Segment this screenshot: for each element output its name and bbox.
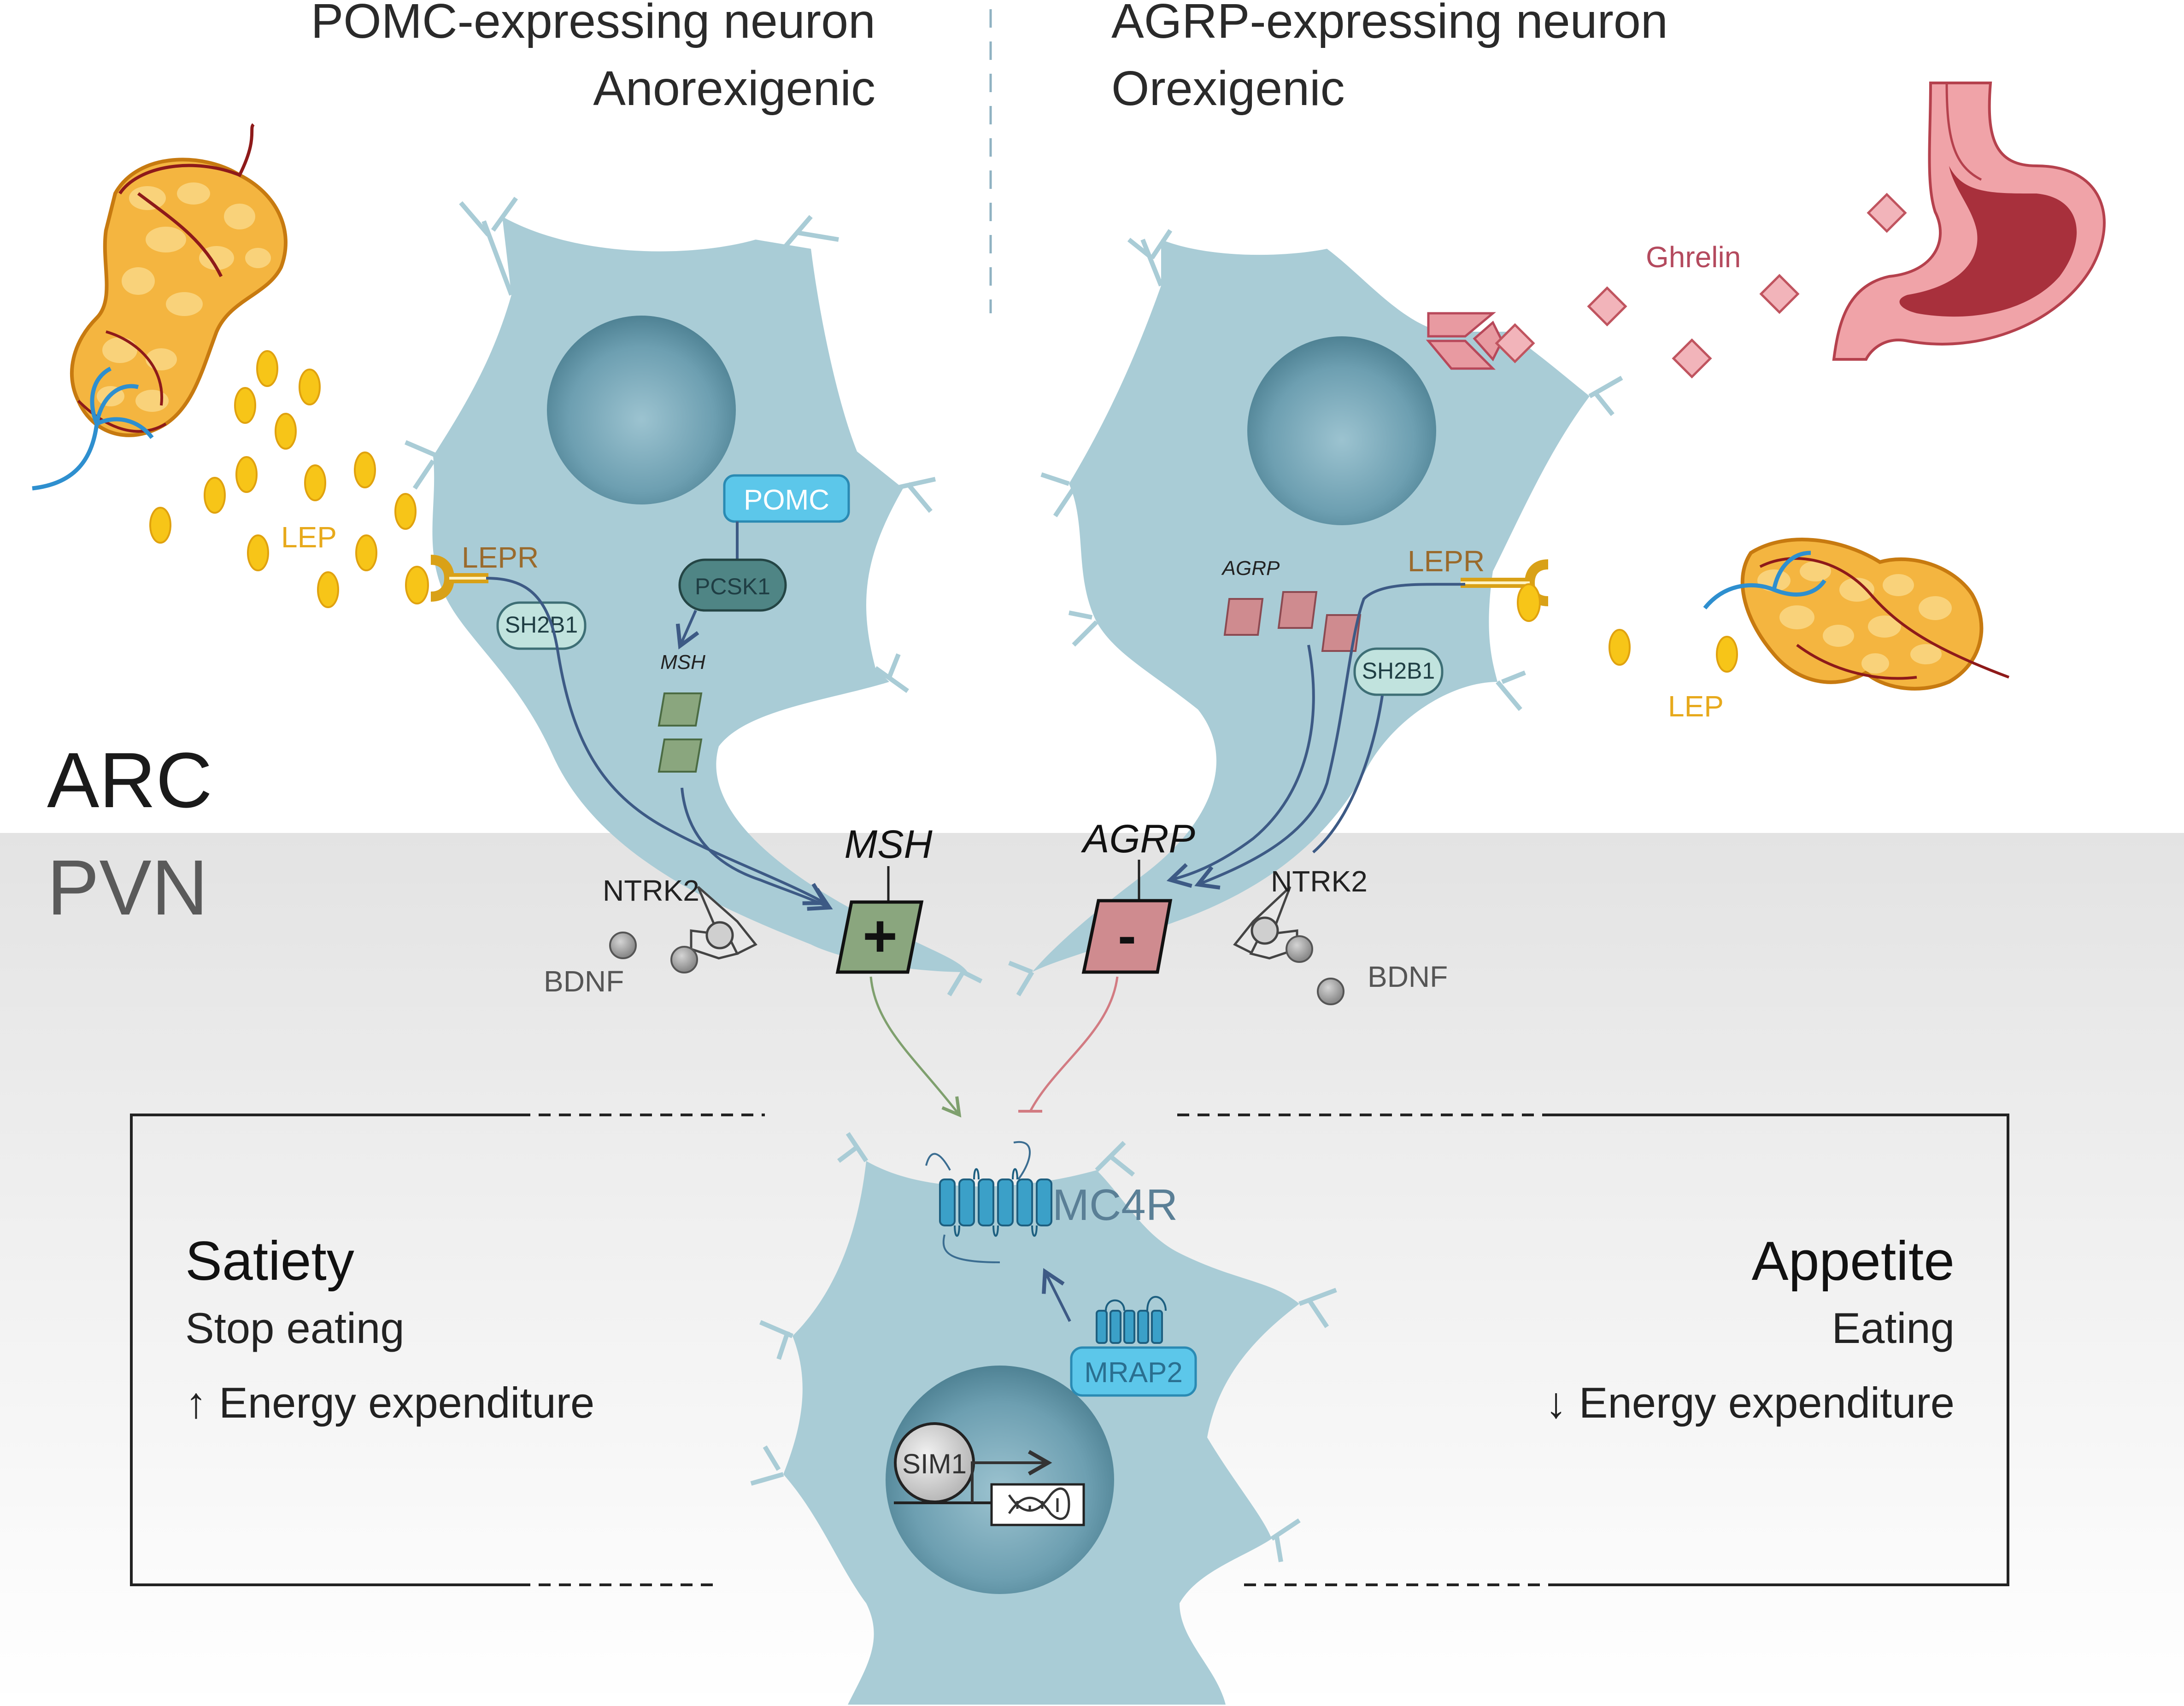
pomc-nucleus bbox=[547, 316, 736, 504]
agrp-nucleus bbox=[1247, 336, 1436, 525]
right-lep-label: LEP bbox=[1668, 690, 1724, 723]
pomc-msh-pathway-arrow bbox=[681, 787, 833, 911]
left-adipose-tissue-icon bbox=[32, 123, 288, 491]
pvn-region-label: PVN bbox=[47, 844, 208, 932]
agrp-inhibition-line bbox=[1029, 976, 1119, 1112]
msh-vesicle-2 bbox=[658, 739, 703, 773]
dna-helix-icon bbox=[1008, 1487, 1070, 1520]
msh-agonist-box bbox=[835, 900, 924, 974]
appetite-line-2: ↓ Energy expenditure bbox=[1545, 1378, 1955, 1427]
ghrelin-label: Ghrelin bbox=[1646, 240, 1741, 274]
left-ntrk2-label: NTRK2 bbox=[603, 874, 699, 907]
sim1-label: SIM1 bbox=[902, 1448, 967, 1479]
mc4r-receptor-icon bbox=[925, 1141, 1052, 1263]
arc-region-label: ARC bbox=[47, 737, 212, 824]
outcome-frame bbox=[130, 1114, 2009, 1586]
right-lepr-receptor-icon bbox=[1461, 559, 1549, 622]
agrp-neuron-subtitle: Orexigenic bbox=[1111, 61, 1345, 116]
satiety-heading: Satiety bbox=[185, 1230, 354, 1292]
agrp-small-label: AGRP bbox=[1221, 557, 1280, 580]
msh-small-label: MSH bbox=[660, 651, 705, 674]
right-bdnf-label: BDNF bbox=[1368, 960, 1448, 993]
pomc-neuron-title: POMC-expressing neuron bbox=[311, 0, 875, 48]
msh-activation-arrow bbox=[869, 976, 962, 1118]
left-sh2b1-label: SH2B1 bbox=[505, 612, 578, 638]
right-bdnf-molecule-1 bbox=[1286, 935, 1313, 963]
left-ntrk2-receptor-icon bbox=[690, 886, 757, 960]
mrap2-label: MRAP2 bbox=[1084, 1357, 1183, 1389]
msh-signal-label: MSH bbox=[844, 822, 933, 867]
ghrelin-molecules bbox=[1495, 193, 1907, 379]
mrap2-box bbox=[1070, 1346, 1197, 1397]
agrp-vesicle-2 bbox=[1277, 591, 1318, 629]
agrp-sh2b1-pathway-arrow bbox=[1194, 583, 1466, 890]
right-bdnf-molecule-2 bbox=[1317, 978, 1344, 1005]
left-leptin-molecules bbox=[149, 350, 417, 608]
sim1-transcription-arrow bbox=[971, 1450, 1052, 1503]
ghrelin-receptor-icon bbox=[1426, 312, 1503, 370]
left-bdnf-molecule-1 bbox=[609, 932, 637, 959]
stomach-icon bbox=[1832, 82, 2106, 361]
pvn-neuron-body bbox=[750, 1132, 1337, 1705]
appetite-heading: Appetite bbox=[1752, 1230, 1955, 1292]
left-bdnf-molecule-2 bbox=[670, 946, 698, 973]
pomc-sh2b1-pathway-arrow bbox=[556, 649, 828, 905]
satiety-line-2: ↑ Energy expenditure bbox=[185, 1378, 594, 1427]
left-lep-label: LEP bbox=[281, 521, 337, 554]
agrp-antagonist-box bbox=[1081, 899, 1173, 974]
mrap2-to-mc4r-arrow bbox=[1042, 1268, 1071, 1322]
agrp-signal-label: AGRP bbox=[1080, 817, 1195, 861]
pcsk1-box bbox=[678, 558, 787, 612]
agrp-minus-sign: - bbox=[1118, 905, 1136, 967]
left-lepr-receptor-icon bbox=[405, 555, 488, 604]
right-leptin-molecules bbox=[1609, 629, 1738, 673]
msh-vesicle-1 bbox=[658, 692, 703, 727]
right-ntrk2-receptor-icon bbox=[1233, 886, 1298, 960]
pcsk1-label: PCSK1 bbox=[695, 574, 770, 599]
pomc-neuron-subtitle: Anorexigenic bbox=[593, 61, 875, 116]
pcsk1-to-msh-arrow bbox=[675, 610, 699, 650]
right-ntrk2-label: NTRK2 bbox=[1271, 865, 1368, 898]
right-adipose-tissue-icon bbox=[1703, 538, 2010, 691]
right-lepr-label: LEPR bbox=[1408, 545, 1485, 578]
right-sh2b1-label: SH2B1 bbox=[1362, 658, 1435, 684]
mc4r-label: MC4R bbox=[1052, 1180, 1178, 1230]
agrp-neuron-title: AGRP-expressing neuron bbox=[1111, 0, 1668, 48]
pomc-protein-label: POMC bbox=[744, 484, 829, 516]
right-sh2b1-box bbox=[1353, 647, 1444, 696]
agrp-vesicle-3 bbox=[1321, 614, 1362, 652]
pomc-protein-box bbox=[723, 474, 850, 523]
agrp-vesicle-1 bbox=[1223, 598, 1264, 636]
msh-plus-sign: + bbox=[863, 902, 898, 969]
pvn-nucleus bbox=[886, 1366, 1114, 1594]
mrap2-protein-icon bbox=[1096, 1296, 1167, 1344]
appetite-line-1: Eating bbox=[1832, 1304, 1955, 1352]
left-lepr-label: LEPR bbox=[462, 541, 539, 574]
left-bdnf-label: BDNF bbox=[544, 965, 624, 998]
satiety-line-1: Stop eating bbox=[185, 1304, 405, 1352]
